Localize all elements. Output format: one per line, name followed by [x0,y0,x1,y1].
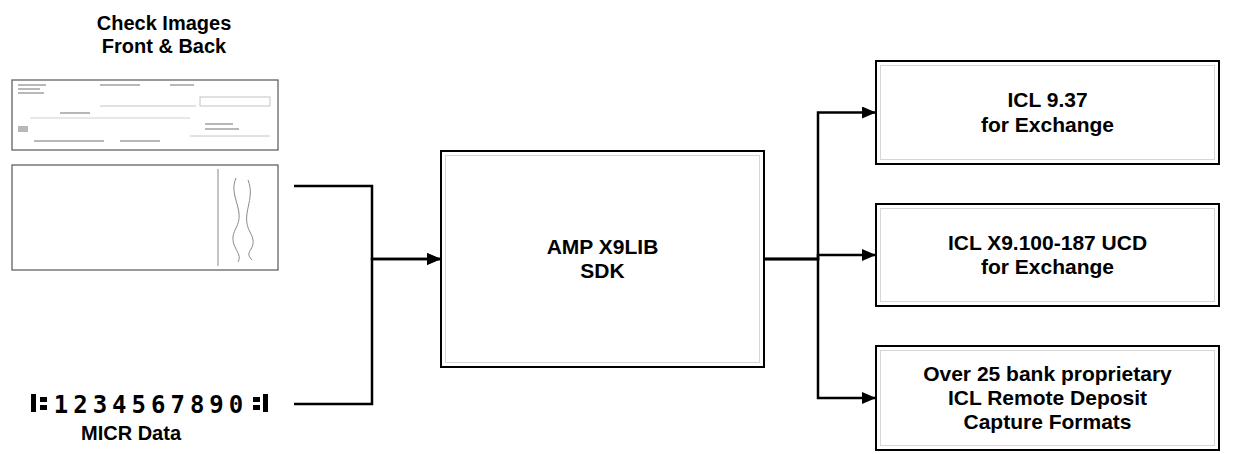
output-label: ICL X9.100-187 UCD for Exchange [948,231,1147,279]
sdk-box: AMP X9LIB SDK [440,150,765,368]
input-group: 1234567890MICR Data [8,388,294,449]
sdk-label: AMP X9LIB SDK [547,235,659,283]
output-box: Over 25 bank proprietary ICL Remote Depo… [875,345,1220,451]
micr-digits: 1234567890 [54,392,249,420]
output-label: ICL 9.37 for Exchange [981,88,1114,136]
input-label: MICR Data [81,422,181,445]
input-group: Check Images Front & Back [10,8,294,274]
output-box: ICL X9.100-187 UCD for Exchange [875,203,1220,307]
output-box: ICL 9.37 for Exchange [875,60,1220,165]
output-label: Over 25 bank proprietary ICL Remote Depo… [923,362,1172,434]
flow-arrow [294,259,440,404]
check-front [12,80,278,150]
illustration-heading: Check Images Front & Back [97,12,232,58]
check-back [12,165,278,270]
flow-arrow [294,186,440,259]
flow-arrow [765,259,875,398]
flow-arrow [765,113,875,260]
